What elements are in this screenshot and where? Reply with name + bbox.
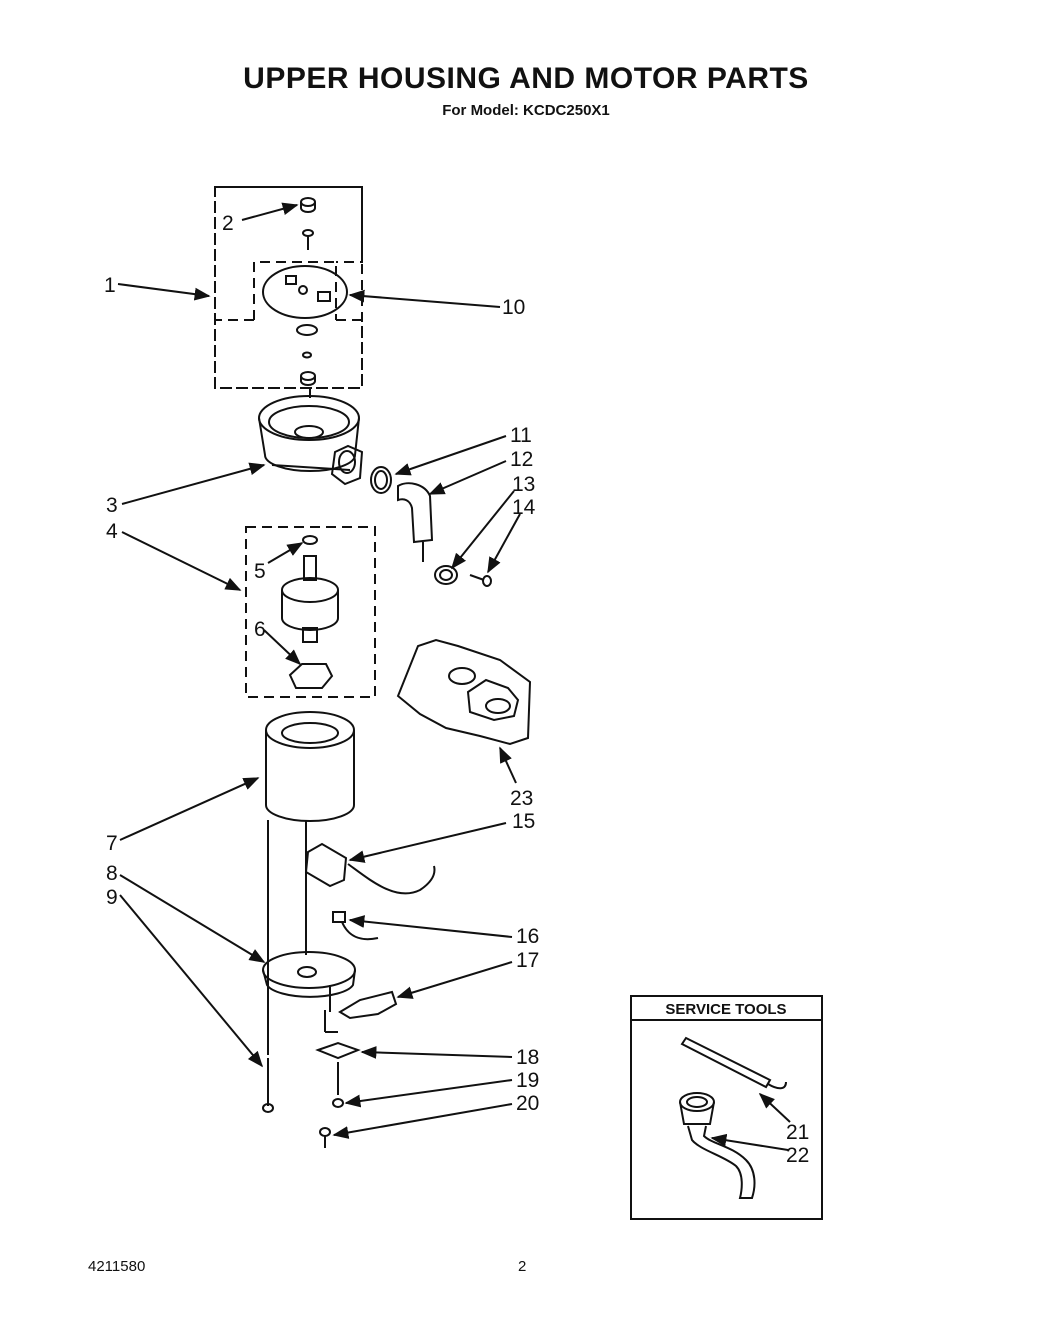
callout-18: 18 — [516, 1046, 539, 1069]
leader-10 — [348, 289, 501, 308]
document-number: 4211580 — [88, 1258, 146, 1275]
page-title: UPPER HOUSING AND MOTOR PARTS — [243, 62, 809, 95]
callout-14: 14 — [512, 496, 536, 519]
leader-7 — [119, 777, 260, 841]
leader-11 — [394, 435, 507, 476]
part-13-clamp — [434, 565, 458, 585]
leader-20 — [332, 1103, 513, 1139]
leader-8 — [119, 874, 266, 963]
callout-16: 16 — [516, 925, 539, 948]
callout-2: 2 — [222, 212, 234, 235]
leader-5 — [267, 542, 304, 564]
part-23-gasket — [396, 638, 532, 746]
leader-1 — [117, 283, 211, 301]
leader-3 — [121, 462, 266, 505]
leader-4 — [121, 531, 242, 591]
part-3-upper-housing — [258, 395, 364, 486]
part-22-wrench — [679, 1092, 756, 1199]
part-16-connector — [332, 911, 379, 941]
callout-10: 10 — [502, 296, 525, 319]
part-14-screw — [469, 574, 492, 587]
callout-9: 9 — [106, 886, 118, 909]
part-screw-top — [302, 229, 314, 250]
part-11-oring — [370, 466, 392, 494]
leader-18 — [360, 1046, 513, 1059]
callout-22: 22 — [786, 1144, 809, 1167]
part-nut — [300, 371, 316, 386]
leader-9 — [119, 894, 264, 1068]
leader-19 — [344, 1079, 513, 1108]
callout-15: 15 — [512, 810, 535, 833]
callout-12: 12 — [510, 448, 533, 471]
group-box-1-outline — [214, 186, 363, 389]
callout-7: 7 — [106, 832, 118, 855]
callout-11: 11 — [510, 424, 532, 447]
part-2-cap — [300, 197, 316, 213]
callout-17: 17 — [516, 949, 539, 972]
leader-12 — [428, 460, 507, 495]
callout-1: 1 — [104, 274, 116, 297]
callout-13: 13 — [512, 473, 535, 496]
group-box-1 — [214, 186, 363, 389]
callout-20: 20 — [516, 1092, 539, 1115]
part-rotor — [281, 555, 339, 643]
leader-15 — [348, 822, 507, 863]
part-20-screw — [319, 1127, 331, 1148]
part-5-washer — [302, 535, 318, 545]
leader-16 — [348, 915, 513, 938]
part-8-end-bell — [262, 951, 356, 1012]
part-7-stator — [265, 711, 355, 822]
part-17-cover — [338, 990, 398, 1020]
callout-23: 23 — [510, 787, 533, 810]
leader-17 — [396, 961, 513, 999]
part-12-elbow — [397, 482, 434, 544]
model-subtitle: For Model: KCDC250X1 — [442, 102, 610, 119]
service-tools-title: SERVICE TOOLS — [665, 1001, 786, 1018]
leader-6 — [263, 629, 302, 666]
service-tools-box — [630, 995, 823, 1220]
leader-23 — [499, 746, 517, 784]
part-21-tool — [680, 1036, 787, 1090]
callout-3: 3 — [106, 494, 118, 517]
part-9-bolt — [262, 1058, 274, 1113]
part-10-plate — [262, 265, 348, 319]
callout-6: 6 — [254, 618, 266, 641]
part-19-screw — [332, 1062, 344, 1108]
callout-8: 8 — [106, 862, 118, 885]
page-number: 2 — [518, 1258, 527, 1275]
callout-5: 5 — [254, 560, 266, 583]
leader-21 — [758, 1092, 791, 1123]
part-18-label — [315, 1041, 361, 1060]
part-6-bracket — [288, 663, 334, 689]
leader-22 — [710, 1133, 789, 1151]
part-15-switch — [304, 842, 436, 895]
callout-19: 19 — [516, 1069, 539, 1092]
callout-21: 21 — [786, 1121, 809, 1144]
callout-4: 4 — [106, 520, 118, 543]
part-washer — [296, 324, 318, 359]
leader-14 — [487, 513, 521, 574]
leader-2 — [241, 202, 299, 221]
group-box-4 — [245, 526, 376, 698]
leader-13 — [450, 490, 515, 570]
